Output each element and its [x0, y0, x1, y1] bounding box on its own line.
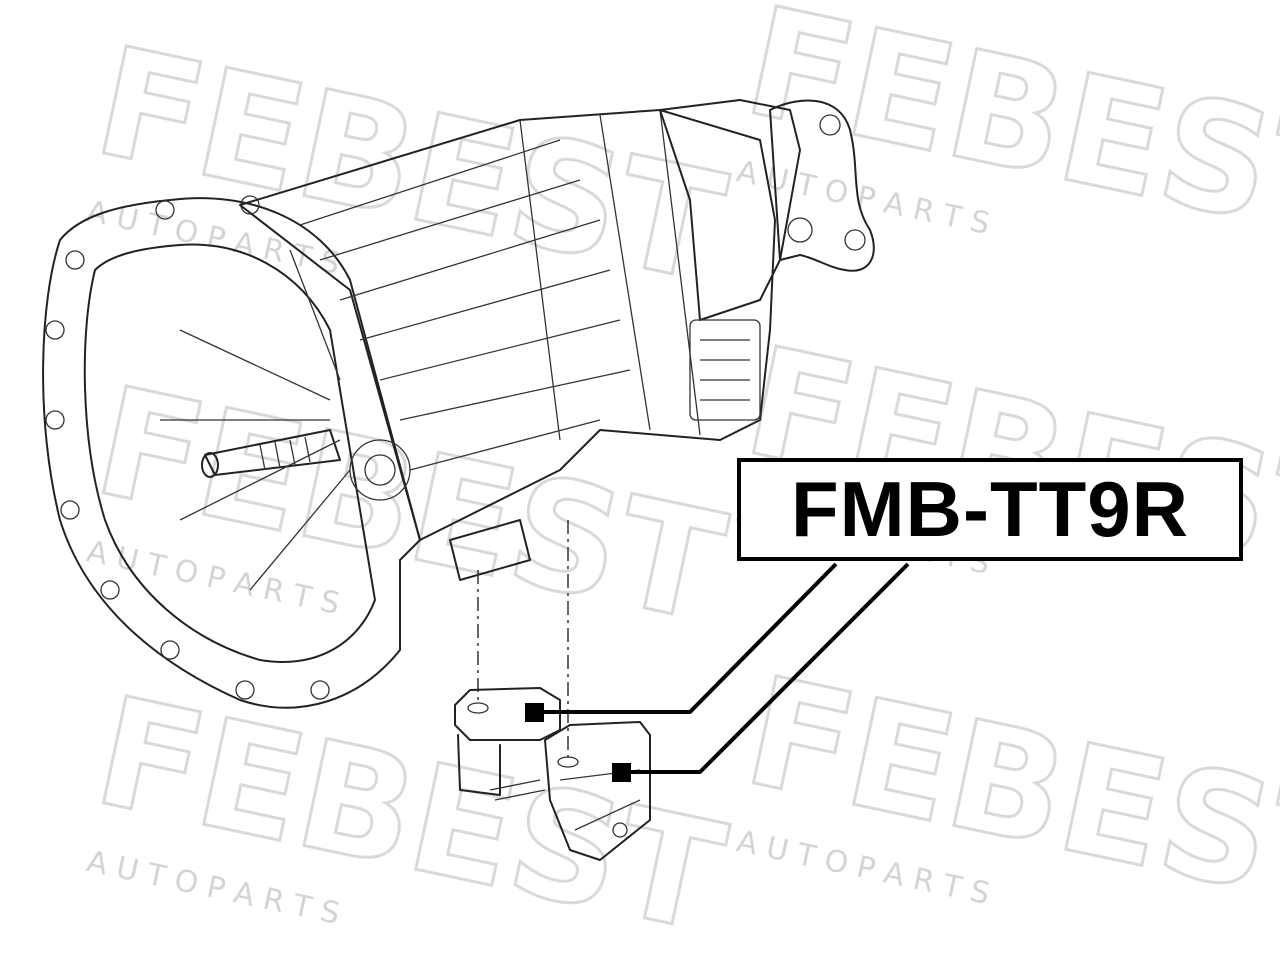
watermark-brand: FEBEST — [733, 645, 1280, 947]
watermark-brand: FEBEST — [83, 665, 737, 960]
transmission-drawing-icon — [42, 99, 875, 709]
alignment-lines — [477, 520, 569, 760]
callout-marker-icon — [525, 703, 544, 722]
callout-marker-icon — [612, 763, 631, 782]
callout-leaders — [535, 562, 910, 774]
watermark-brand: FEBEST — [733, 0, 1280, 277]
watermark-brand: FEBEST — [83, 15, 737, 317]
part-number-label: FMB-TT9R — [737, 458, 1243, 561]
mount-right-icon — [544, 721, 651, 861]
